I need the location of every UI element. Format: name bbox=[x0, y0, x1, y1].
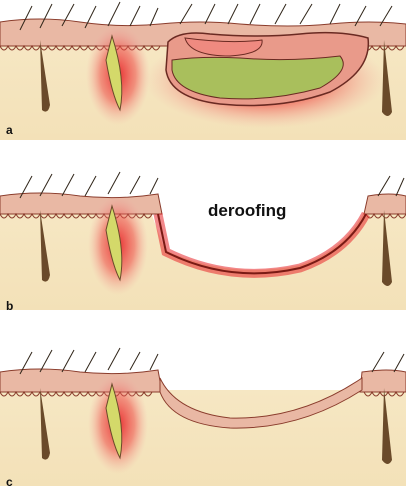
panel-b: deroofing b bbox=[0, 172, 406, 313]
hairs-c bbox=[20, 348, 404, 374]
panel-letter-a: a bbox=[6, 123, 13, 137]
panel-letter-b: b bbox=[6, 299, 13, 313]
dermis-c bbox=[0, 390, 406, 486]
hairs-b bbox=[20, 172, 404, 198]
panel-a: a bbox=[0, 2, 406, 140]
deroofing-label: deroofing bbox=[208, 201, 286, 220]
panel-c: c bbox=[0, 348, 406, 489]
dermis-b bbox=[0, 210, 406, 310]
panel-letter-c: c bbox=[6, 475, 13, 489]
epidermis-b-right bbox=[364, 194, 406, 214]
epidermis-c-right bbox=[360, 370, 406, 392]
